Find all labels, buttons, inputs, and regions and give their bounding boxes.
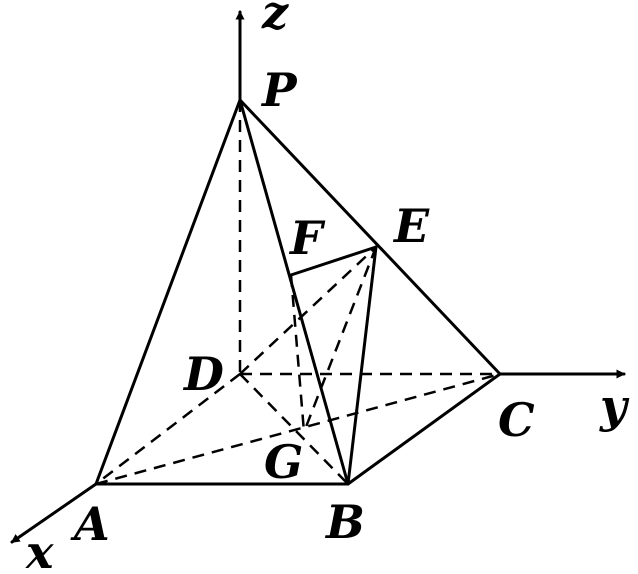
diagonal-AC [95, 372, 501, 486]
edge-PC [238, 98, 502, 376]
segment-EF [289, 245, 378, 277]
label-F: F [288, 211, 326, 265]
label-x: x [25, 525, 54, 574]
segment-FG [289, 274, 306, 433]
label-P: P [260, 63, 298, 117]
segment-DE [239, 246, 377, 375]
label-E: E [392, 199, 430, 253]
label-y: y [599, 379, 630, 433]
edge-PA [94, 98, 242, 486]
x-axis [10, 482, 98, 544]
edge-BC [346, 372, 502, 486]
label-G: G [264, 435, 303, 489]
edge-DA [95, 373, 241, 485]
segment-EG [302, 246, 378, 433]
label-z: z [261, 0, 289, 39]
label-D: D [182, 347, 224, 401]
label-A: A [70, 497, 110, 551]
label-C: C [498, 393, 535, 447]
segment-EB [346, 245, 378, 486]
diagonal-DB [239, 373, 349, 485]
label-B: B [324, 495, 365, 549]
